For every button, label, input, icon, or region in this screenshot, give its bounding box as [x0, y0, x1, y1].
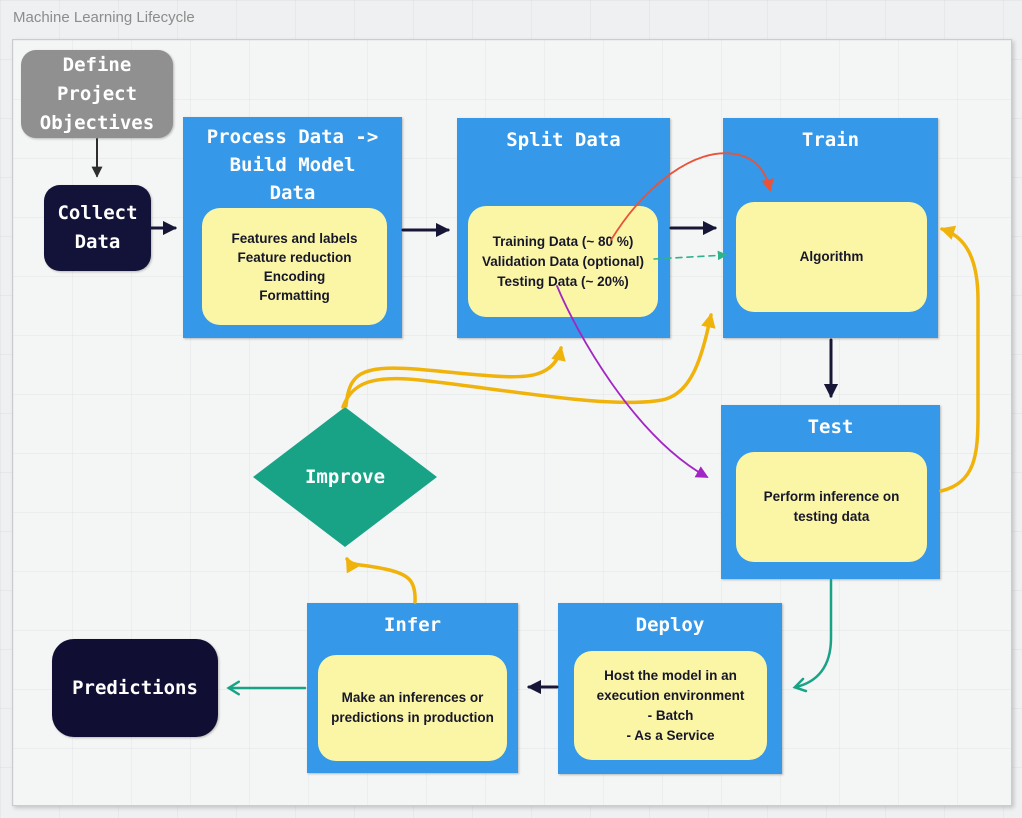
node-train-title: Train: [801, 129, 860, 151]
note-process-text: Features and labels Feature reduction En…: [231, 230, 358, 303]
node-predictions-label: Predictions: [72, 676, 198, 699]
note-infer-text: Make an inferences or predictions in pro…: [331, 690, 494, 725]
node-predictions[interactable]: Predictions: [52, 639, 218, 737]
note-test[interactable]: Perform inference on testing data: [736, 452, 927, 562]
node-collect-label: Collect Data: [57, 202, 138, 253]
node-improve-label: Improve: [304, 466, 386, 488]
note-split-data[interactable]: Training Data (~ 80 %) Validation Data (…: [468, 206, 658, 317]
node-split-data[interactable]: Split Data Training Data (~ 80 %) Valida…: [457, 118, 670, 338]
node-process-data[interactable]: Process Data -> Build Model Data Feature…: [183, 117, 402, 338]
node-deploy[interactable]: Deploy Host the model in an execution en…: [558, 603, 782, 774]
node-collect-data[interactable]: Collect Data: [44, 185, 151, 271]
node-process-title: Process Data -> Build Model Data: [206, 126, 379, 204]
note-algorithm[interactable]: Algorithm: [736, 202, 927, 312]
node-deploy-title: Deploy: [635, 614, 705, 636]
node-define-project-objectives[interactable]: Define Project Objectives: [21, 50, 173, 138]
node-train[interactable]: Train Algorithm: [723, 118, 938, 338]
note-deploy[interactable]: Host the model in an execution environme…: [574, 651, 767, 760]
node-test[interactable]: Test Perform inference on testing data: [721, 405, 940, 579]
node-infer[interactable]: Infer Make an inferences or predictions …: [307, 603, 518, 773]
node-test-title: Test: [807, 416, 854, 438]
note-test-text: Perform inference on testing data: [763, 489, 900, 524]
note-algorithm-text: Algorithm: [799, 249, 864, 264]
node-split-title: Split Data: [506, 129, 621, 151]
note-split-text: Training Data (~ 80 %) Validation Data (…: [481, 233, 644, 289]
node-infer-title: Infer: [383, 614, 442, 636]
node-define-label: Define Project Objectives: [39, 53, 155, 134]
note-infer[interactable]: Make an inferences or predictions in pro…: [318, 655, 507, 761]
note-deploy-text: Host the model in an execution environme…: [596, 667, 745, 743]
note-process-data[interactable]: Features and labels Feature reduction En…: [202, 208, 387, 325]
page-title: Machine Learning Lifecycle: [13, 9, 195, 26]
